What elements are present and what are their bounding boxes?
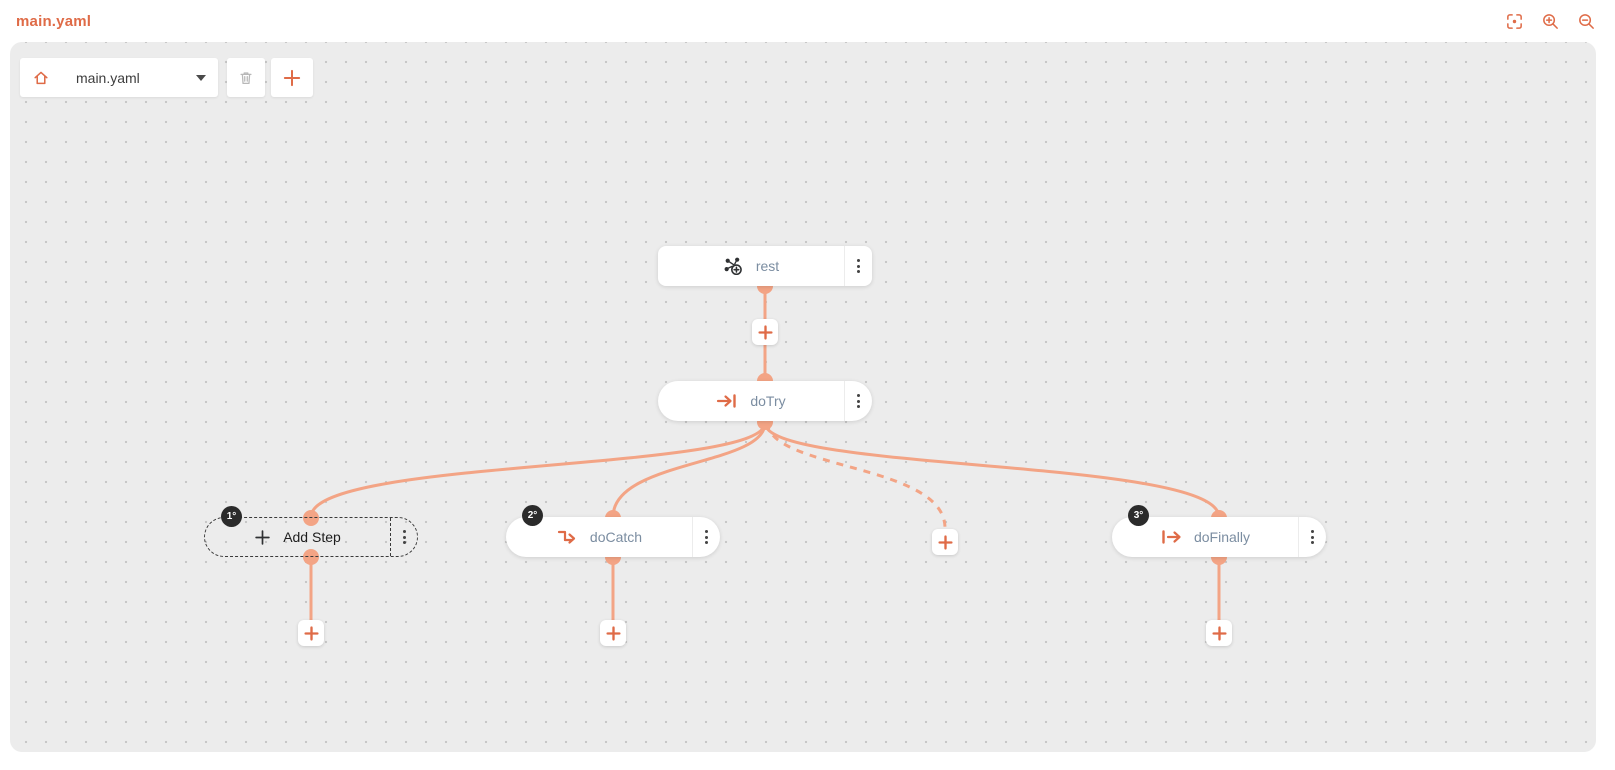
zoom-out-icon — [1578, 13, 1594, 29]
node-divider — [692, 517, 693, 557]
node-dotry-kebab-menu[interactable] — [845, 381, 872, 421]
append-step-addstep-button[interactable] — [298, 620, 324, 646]
node-rest[interactable]: rest — [658, 246, 872, 286]
node-dotry-label: doTry — [750, 393, 786, 409]
bar-arrow-icon — [1162, 530, 1181, 544]
node-rest-kebab-menu[interactable] — [845, 246, 872, 286]
node-divider — [844, 246, 845, 286]
topbar-actions — [1501, 8, 1599, 34]
flow-canvas[interactable]: main.yaml — [10, 42, 1596, 752]
kebab-menu-icon — [857, 394, 860, 397]
node-add-step-body: Add Step — [205, 518, 390, 556]
route-selector-value: main.yaml — [76, 69, 140, 86]
node-add-step-label: Add Step — [283, 529, 341, 545]
node-add-step-kebab-menu[interactable] — [390, 518, 417, 556]
node-dofinally[interactable]: 3° doFinally — [1112, 505, 1326, 557]
node-dofinally-label: doFinally — [1193, 529, 1251, 545]
plus-icon — [255, 529, 270, 545]
append-step-dofinally-button[interactable] — [1206, 620, 1232, 646]
edge-dotry-dofinally — [763, 422, 1221, 518]
page-title: main.yaml — [16, 12, 92, 30]
kebab-menu-icon — [402, 530, 406, 533]
order-badge: 1° — [221, 506, 242, 527]
node-divider — [844, 381, 845, 421]
new-route-button[interactable] — [271, 58, 313, 97]
arrow-to-bar-icon — [717, 394, 737, 408]
order-badge: 3° — [1128, 505, 1149, 526]
edge-dotry-docatch — [611, 422, 767, 518]
fit-to-screen-button[interactable] — [1501, 8, 1527, 34]
node-add-step[interactable]: 1° Add Step — [204, 506, 418, 557]
node-dotry[interactable]: doTry — [658, 381, 872, 421]
node-docatch[interactable]: 2° doCatch — [506, 505, 720, 557]
node-divider — [1298, 517, 1299, 557]
zoom-in-icon — [1542, 13, 1558, 29]
kebab-menu-icon — [705, 530, 708, 533]
catch-arrow-icon — [557, 530, 576, 544]
node-dotry-body: doTry — [658, 381, 844, 421]
node-rest-body: rest — [658, 246, 844, 286]
node-rest-label: rest — [755, 258, 780, 274]
node-dofinally-body: doFinally — [1112, 517, 1298, 557]
trash-icon — [240, 71, 252, 84]
node-docatch-body: doCatch — [506, 517, 692, 557]
edge-dotry-addstep — [309, 422, 767, 518]
plus-icon — [1211, 625, 1227, 641]
plus-icon — [937, 534, 953, 550]
insert-step-between-button[interactable] — [752, 319, 778, 345]
node-docatch-kebab-menu[interactable] — [693, 517, 720, 557]
plus-icon — [303, 625, 319, 641]
route-selector[interactable]: main.yaml — [20, 58, 218, 97]
order-badge: 2° — [522, 505, 543, 526]
append-step-docatch-button[interactable] — [600, 620, 626, 646]
chevron-down-icon — [196, 74, 206, 81]
zoom-out-button[interactable] — [1573, 8, 1599, 34]
rest-api-icon — [724, 257, 742, 275]
add-branch-placeholder-button[interactable] — [932, 529, 958, 555]
top-bar: main.yaml — [0, 0, 1615, 42]
kebab-menu-icon — [1311, 530, 1314, 533]
node-docatch-label: doCatch — [589, 529, 643, 545]
plus-icon — [283, 69, 301, 86]
plus-icon — [605, 625, 621, 641]
home-icon — [34, 71, 48, 84]
plus-icon — [757, 324, 773, 340]
kebab-menu-icon — [857, 259, 860, 262]
delete-route-button[interactable] — [227, 58, 265, 97]
canvas-toolbar: main.yaml — [20, 58, 313, 97]
fit-to-screen-icon — [1506, 13, 1522, 29]
edge-dotry-placeholder — [765, 422, 947, 529]
node-dofinally-kebab-menu[interactable] — [1299, 517, 1326, 557]
zoom-in-button[interactable] — [1537, 8, 1563, 34]
